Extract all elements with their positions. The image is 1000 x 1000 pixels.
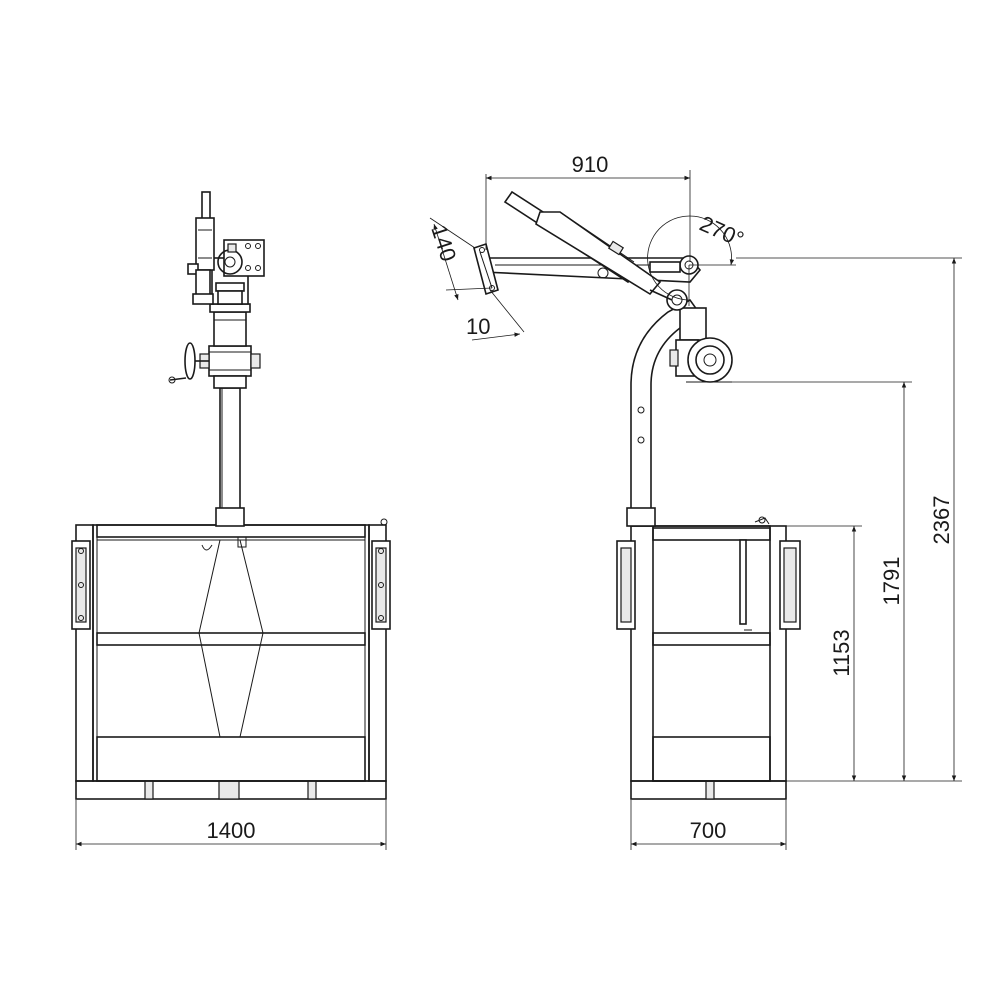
front-right-post (368, 524, 387, 782)
dimension-label-1153: 1153 (829, 629, 854, 676)
front-skid-block (144, 780, 154, 800)
side-curved-mast (630, 298, 702, 527)
side-winch-drum-icon (687, 337, 733, 383)
front-upper-column (213, 311, 247, 347)
front-lattice (198, 539, 221, 738)
dimension-label-2367: 2367 (929, 496, 954, 545)
dimension-1400: 1400 (75, 800, 387, 850)
front-mast (219, 387, 241, 526)
front-rotation-joint (208, 345, 252, 377)
dimension-10: 10 (466, 289, 525, 341)
side-view (473, 190, 801, 800)
dimension-1791: 1791 (732, 381, 912, 782)
side-basket-frame (630, 525, 787, 782)
dimension-label-10: 10 (466, 314, 490, 339)
side-rotation-joint (679, 307, 707, 341)
dimension-2367: 2367 (736, 257, 962, 782)
front-mid-rail (96, 632, 366, 646)
dimension-label-700: 700 (690, 818, 727, 843)
front-view (71, 191, 391, 800)
front-bottom-panel (96, 736, 366, 782)
front-left-post (75, 524, 94, 782)
dimension-label-140: 140 (426, 222, 461, 265)
handwheel-icon (184, 342, 196, 380)
dimension-label-1400: 1400 (207, 818, 256, 843)
front-skid-block (307, 780, 317, 800)
dimension-label-270: 270° (696, 211, 748, 252)
front-basket-frame (92, 524, 370, 782)
dimension-700: 700 (630, 800, 787, 850)
front-latch (380, 518, 388, 526)
dimension-1153: 1153 (786, 525, 862, 782)
dimension-label-1791: 1791 (879, 557, 904, 606)
dimension-label-910: 910 (572, 152, 609, 177)
dimension-910: 910 (485, 152, 691, 262)
front-skid-block (218, 780, 240, 800)
